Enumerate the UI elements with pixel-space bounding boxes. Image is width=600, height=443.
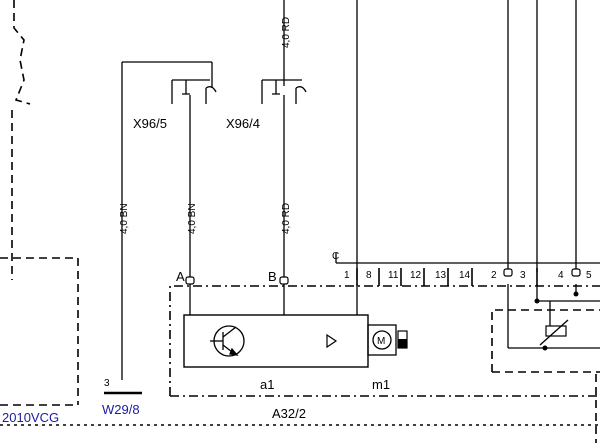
module-a1-label: a1 xyxy=(260,377,274,392)
wire-bn-left xyxy=(121,61,213,380)
connector-x96-4-label: X96/4 xyxy=(226,116,260,131)
connector-x96-5-label: X96/5 xyxy=(133,116,167,131)
pin-8: 8 xyxy=(366,270,372,281)
left-frame xyxy=(0,0,79,406)
pin-11: 11 xyxy=(388,270,399,281)
wire-label-bn-left: 4,0 BN xyxy=(119,203,130,234)
pin-1: 1 xyxy=(344,270,350,281)
pin-2: 2 xyxy=(491,270,497,281)
module-m1-label: m1 xyxy=(372,377,390,392)
transistor-icon xyxy=(210,325,245,357)
pin-a-label: A xyxy=(176,269,185,284)
pin-terminals xyxy=(356,268,538,286)
connector-x96-4-symbol xyxy=(261,79,307,106)
connector-c xyxy=(335,253,600,264)
wire-label-rd-top: 4,0 RD xyxy=(281,17,292,48)
pin-12: 12 xyxy=(410,270,422,281)
pin-14: 14 xyxy=(459,270,471,281)
pin-b-label: B xyxy=(268,269,277,284)
connector-x96-5-symbol xyxy=(171,79,217,106)
wire-label-rd-mid: 4,0 RD xyxy=(281,203,292,234)
pin-connectors-round xyxy=(185,268,581,285)
left-box-label: 2010VCG xyxy=(2,410,59,425)
pin-5: 5 xyxy=(586,270,592,281)
connector-c-label: C xyxy=(332,251,339,262)
motor-icon xyxy=(367,324,408,356)
module-name-label: A32/2 xyxy=(272,406,306,421)
right-subbox xyxy=(491,284,600,373)
pin-4: 4 xyxy=(558,270,564,281)
ground-label: W29/8 xyxy=(102,402,140,417)
pin-13: 13 xyxy=(435,270,447,281)
signal-triangle-icon xyxy=(326,333,338,349)
ground-pin: 3 xyxy=(104,378,110,389)
module-outline xyxy=(169,285,600,396)
wire-label-bn-mid: 4,0 BN xyxy=(187,203,198,234)
pin-3: 3 xyxy=(520,270,526,281)
motor-symbol-label: M xyxy=(377,336,385,347)
